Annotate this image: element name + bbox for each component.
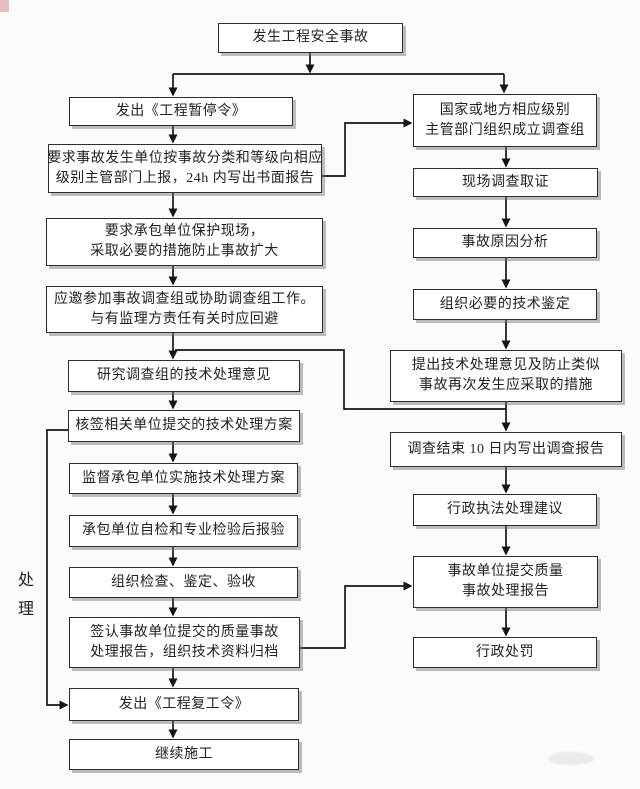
flow-node-text: 采取必要的措施防止事故扩大: [90, 244, 279, 259]
connector-sign-to-unit-report: [300, 581, 413, 649]
flow-node-self-inspection: 承包单位自检和专业检验后报验: [69, 515, 298, 547]
flow-node-text: 组织检查、鉴定、验收: [111, 574, 256, 590]
flow-node-text: 发出《工程复工令》: [118, 696, 250, 712]
jpeg-artifact-corner: [0, 0, 9, 12]
flow-node-text: 级别主管部门上报，24h 内写出书面报告: [55, 170, 315, 186]
flow-node-text: 承包单位自检和专业检验后报验: [82, 523, 285, 538]
flow-node-investigation-report: 调查结束 10 日内写出调查报告: [390, 432, 622, 467]
connector-report-to-team: [322, 118, 413, 177]
flow-node-countersign-plan: 核签相关单位提交的技术处理方案: [68, 410, 300, 442]
flow-node-cause-analysis: 事故原因分析: [413, 228, 597, 258]
flow-node-text: 处理报告，组织技术资料归档: [90, 644, 279, 660]
flow-node-site-evidence: 现场调查取证: [413, 168, 598, 197]
flow-node-text: 事故再次发生应采取的措施: [419, 378, 593, 393]
flow-node-supervise-implementation: 监督承包单位实施技术处理方案: [69, 463, 298, 494]
flow-node-study-opinions: 研究调查组的技术处理意见: [68, 360, 300, 392]
flow-node-text: 组织必要的技术鉴定: [439, 296, 571, 312]
flow-node-enforcement-suggestion: 行政执法处理建议: [413, 494, 597, 526]
flow-node-protect-site: 要求承包单位保护现场， 采取必要的措施防止事故扩大: [46, 218, 323, 266]
flow-node-text: 与有监理方责任有关时应回避: [90, 311, 279, 327]
flow-node-text: 监督承包单位实施技术处理方案: [82, 470, 285, 486]
flow-node-text: 行政执法处理建议: [447, 502, 563, 517]
flow-node-administrative-penalty: 行政处罚: [413, 637, 597, 668]
flow-node-text: 调查结束 10 日内写出调查报告: [407, 441, 605, 457]
flow-node-report-to-authority: 要求事故发生单位按事故分类和等级向相应级别主管部门上报，24h 内写出书面报告: [47, 144, 323, 193]
flow-node-text: 继续施工: [155, 746, 213, 762]
flow-node-text: 提出技术处理意见及防止类似: [411, 358, 601, 373]
flow-node-issue-resume-order: 发出《工程复工令》: [69, 688, 299, 721]
flow-node-join-investigation: 应邀参加事故调查组或协助调查组工作。与有监理方责任有关时应回避: [46, 286, 323, 333]
process-phase-label: 处 理: [17, 572, 34, 618]
flow-node-text: 事故处理报告: [462, 584, 549, 599]
flow-node-countersign-report: 签认事故单位提交的质量事故处理报告，组织技术资料归档: [69, 617, 300, 668]
flow-node-text: 核签相关单位提交的技术处理方案: [75, 418, 293, 433]
flow-node-form-investigation-team: 国家或地方相应级别主管部门组织成立调查组: [413, 94, 597, 147]
flow-node-accident-occurs: 发生工程安全事故: [218, 23, 403, 53]
flow-node-continue-construction: 继续施工: [69, 739, 299, 770]
flow-node-propose-measures: 提出技术处理意见及防止类似事故再次发生应采取的措施: [390, 350, 622, 402]
flow-node-organize-acceptance: 组织检查、鉴定、验收: [69, 567, 298, 598]
flow-node-text: 主管部门组织成立调查组: [425, 122, 585, 138]
flow-node-technical-appraisal: 组织必要的技术鉴定: [413, 289, 597, 320]
flow-node-text: 要求承包单位保护现场，: [104, 224, 265, 239]
flow-node-text: 行政处罚: [476, 644, 534, 660]
flow-node-issue-suspension-order: 发出《工程暂停令》: [69, 97, 293, 126]
flow-node-text: 现场调查取证: [462, 174, 549, 190]
flow-node-text: 发生工程安全事故: [252, 30, 369, 45]
flow-node-text: 应邀参加事故调查组或协助调查组工作。: [54, 291, 315, 307]
flow-node-text: 要求事故发生单位按事故分类和等级向相应: [47, 150, 323, 166]
flow-node-text: 研究调查组的技术处理意见: [97, 368, 271, 383]
flow-node-text: 事故单位提交质量: [447, 564, 564, 579]
flow-node-text: 发出《工程暂停令》: [115, 103, 247, 119]
flow-node-text: 事故原因分析: [461, 235, 549, 250]
jpeg-artifact-smudge: [548, 752, 594, 765]
flow-node-text: 签认事故单位提交的质量事故: [90, 624, 279, 640]
flow-node-unit-submits-report: 事故单位提交质量事故处理报告: [413, 556, 598, 608]
flow-node-text: 国家或地方相应级别: [439, 102, 571, 118]
connector-bypass-to-resume: [46, 429, 69, 710]
